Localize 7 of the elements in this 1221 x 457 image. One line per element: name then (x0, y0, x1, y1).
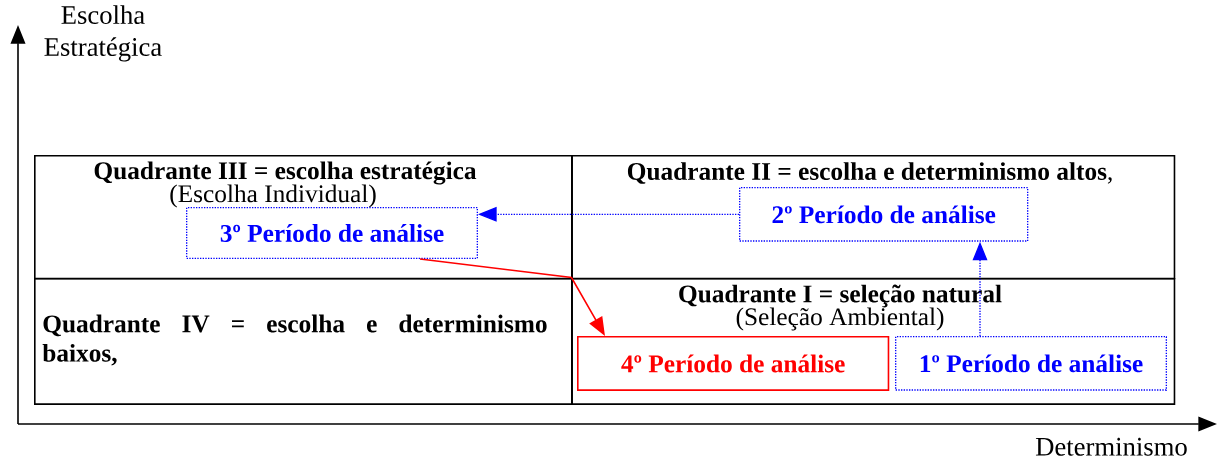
quadrant-cell: Quadrante IV = escolha e determinismo baixos, (34, 278, 573, 405)
axis-label: Determinismo (1035, 437, 1187, 456)
axis-label: Escolha Estratégica (44, 5, 162, 62)
period-box: 1º Período de análise (895, 336, 1167, 391)
period-box: 2º Período de análise (739, 187, 1029, 242)
period-box: 3º Período de análise (186, 207, 478, 259)
period-box: 4º Período de análise (577, 336, 890, 391)
